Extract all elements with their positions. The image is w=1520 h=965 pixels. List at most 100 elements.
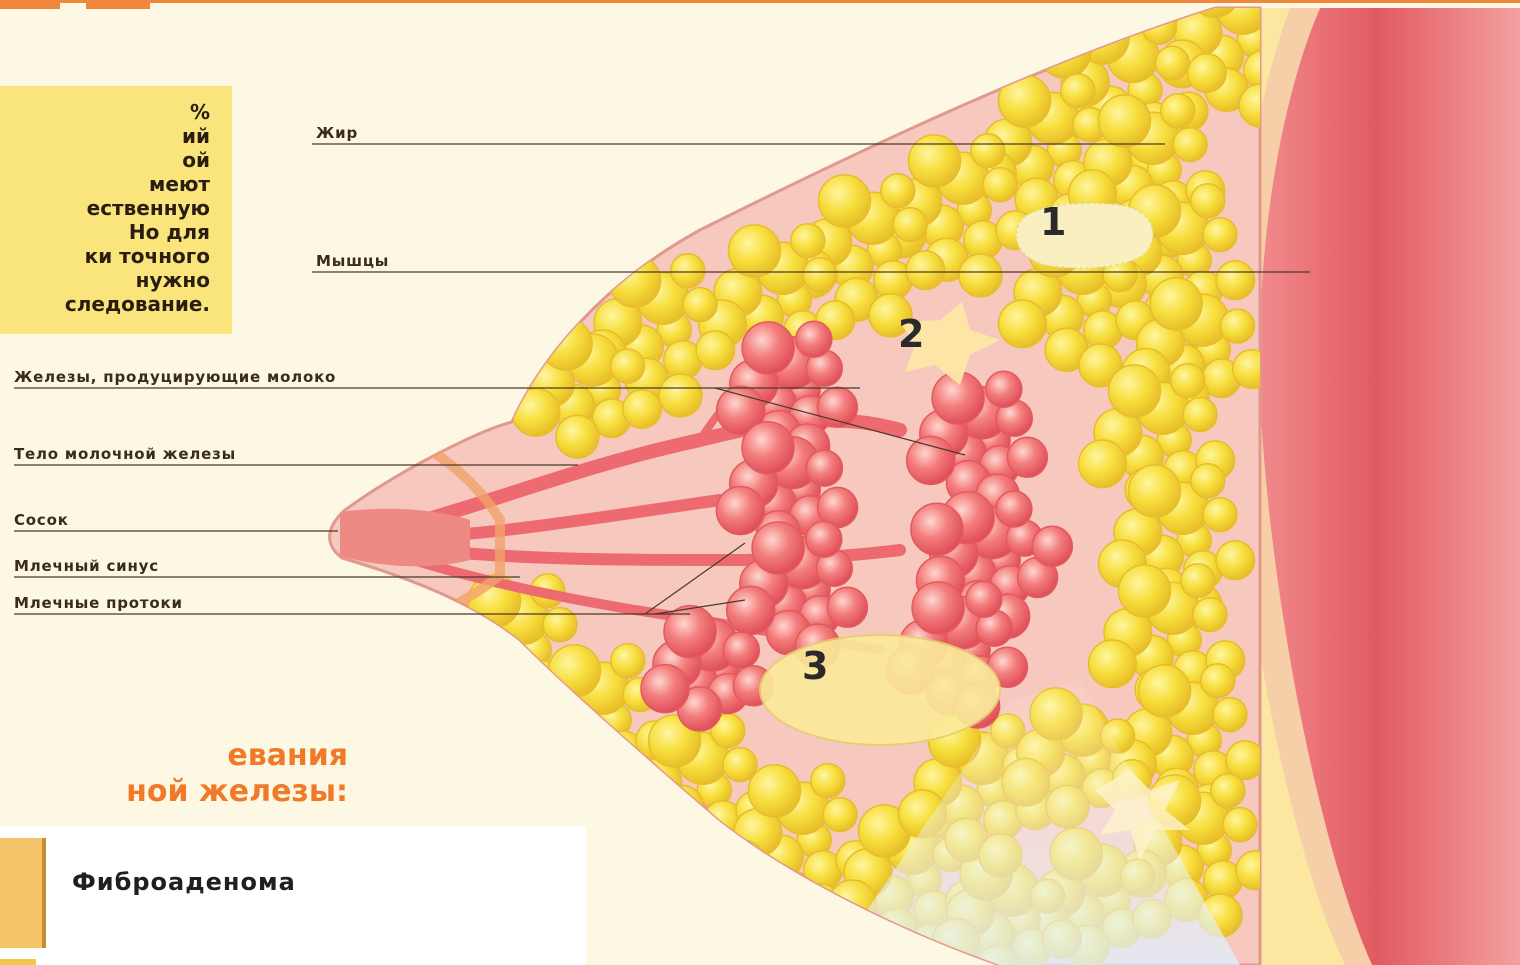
fat-lobule <box>599 764 642 807</box>
label-fat: Жир <box>316 124 358 142</box>
fat-lobule <box>1191 184 1225 218</box>
fat-lobule <box>519 694 562 737</box>
fat-lobule <box>881 174 915 208</box>
fat-lobule <box>1216 261 1255 300</box>
fat-lobule <box>1119 565 1171 617</box>
fat-lobule <box>723 748 757 782</box>
fat-lobule <box>1216 541 1255 580</box>
gland-lobule <box>742 422 794 474</box>
fat-lobule <box>1193 598 1227 632</box>
fat-lobule <box>660 785 703 828</box>
diseases-title: евания ной железы: <box>126 738 348 810</box>
gland-lobule <box>806 521 842 557</box>
gland-lobule <box>966 581 1002 617</box>
fat-lobule <box>909 135 961 187</box>
label-nipple: Сосок <box>14 511 69 529</box>
fat-lobule <box>699 834 742 877</box>
label-gland-body: Тело молочной железы <box>14 445 236 463</box>
fat-lobule <box>999 75 1051 127</box>
fat-lobule <box>1213 698 1247 732</box>
gland-lobule <box>723 632 759 668</box>
gland-lobule <box>911 503 963 555</box>
lesion-1 <box>1016 203 1153 268</box>
info-text: % ий ой меют ественную Но для ки точного… <box>0 100 210 316</box>
fat-lobule <box>1150 278 1202 330</box>
gland-lobule <box>727 586 775 634</box>
legend-next-item-stub <box>0 959 36 965</box>
fat-lobule <box>719 840 767 888</box>
fat-lobule <box>823 798 857 832</box>
top-accent-bar <box>0 0 1520 3</box>
fat-lobule <box>512 389 560 437</box>
gland-lobule <box>742 322 794 374</box>
fat-lobule <box>1099 95 1151 147</box>
fat-lobule <box>983 168 1017 202</box>
gland-lobule <box>996 491 1032 527</box>
fat-lobule <box>1129 465 1181 517</box>
fat-lobule <box>1221 309 1255 343</box>
fat-lobule <box>819 175 871 227</box>
fat-lobule <box>1155 46 1189 80</box>
fat-lobule <box>1203 498 1237 532</box>
fat-lobule <box>829 880 877 928</box>
fat-lobule <box>439 650 487 698</box>
fat-lobule <box>729 225 781 277</box>
fat-lobule <box>1161 94 1195 128</box>
fat-lobule <box>671 254 705 288</box>
lesion-3 <box>760 635 1000 745</box>
gland-lobule <box>664 606 716 658</box>
gland-lobule <box>752 522 804 574</box>
fat-lobule <box>1039 26 1091 78</box>
fat-lobule <box>611 644 645 678</box>
gland-lobule <box>796 321 832 357</box>
fat-lobule <box>1191 464 1225 498</box>
fat-lobule <box>1173 128 1207 162</box>
gland-lobule <box>986 371 1022 407</box>
fat-lobule <box>1181 564 1215 598</box>
gland-lobule <box>912 582 964 634</box>
fat-lobule <box>665 818 708 861</box>
fat-lobule <box>534 689 582 737</box>
fat-lobule <box>696 331 735 370</box>
fat-lobule <box>556 415 599 458</box>
fat-lobule <box>1211 774 1245 808</box>
fat-lobule <box>485 678 528 721</box>
fat-lobule <box>1223 808 1257 842</box>
fat-lobule <box>811 764 845 798</box>
top-accent-block <box>86 0 150 9</box>
gland-lobule <box>1007 437 1047 477</box>
fat-lobule <box>791 224 825 258</box>
label-milk-ducts: Млечные протоки <box>14 594 183 612</box>
fat-lobule <box>1183 398 1217 432</box>
fat-lobule <box>1139 665 1191 717</box>
gland-lobule <box>806 450 842 486</box>
fat-lobule <box>543 608 577 642</box>
fat-lobule <box>971 134 1005 168</box>
fat-lobule <box>1109 365 1161 417</box>
label-muscles: Мышцы <box>316 252 389 270</box>
top-accent-block <box>0 0 60 9</box>
fat-lobule <box>1203 218 1237 252</box>
fat-lobule <box>659 374 702 417</box>
label-milk-sinus: Млечный синус <box>14 557 159 575</box>
fat-lobule <box>565 748 608 791</box>
fat-lobule <box>1089 640 1137 688</box>
fat-lobule <box>999 300 1047 348</box>
fat-lobule <box>1079 440 1127 488</box>
info-box: % ий ой меют ественную Но для ки точного… <box>0 86 232 334</box>
fat-lobule <box>560 715 603 758</box>
fat-lobule <box>1171 364 1205 398</box>
fat-lobule <box>454 619 502 667</box>
fat-lobule <box>803 258 837 292</box>
fat-lobule <box>540 318 592 370</box>
gland-lobule <box>716 487 764 535</box>
legend-item-fibroadenoma: Фиброаденома <box>72 868 296 896</box>
fat-lobule <box>1201 664 1235 698</box>
fat-lobule <box>549 645 601 697</box>
marker-1: 1 <box>1040 200 1066 244</box>
fibroadenoma-thumbnail <box>0 838 46 948</box>
gland-lobule <box>1032 526 1072 566</box>
fat-lobule <box>619 790 667 838</box>
fat-lobule <box>519 720 567 768</box>
fat-lobule <box>1142 10 1176 44</box>
